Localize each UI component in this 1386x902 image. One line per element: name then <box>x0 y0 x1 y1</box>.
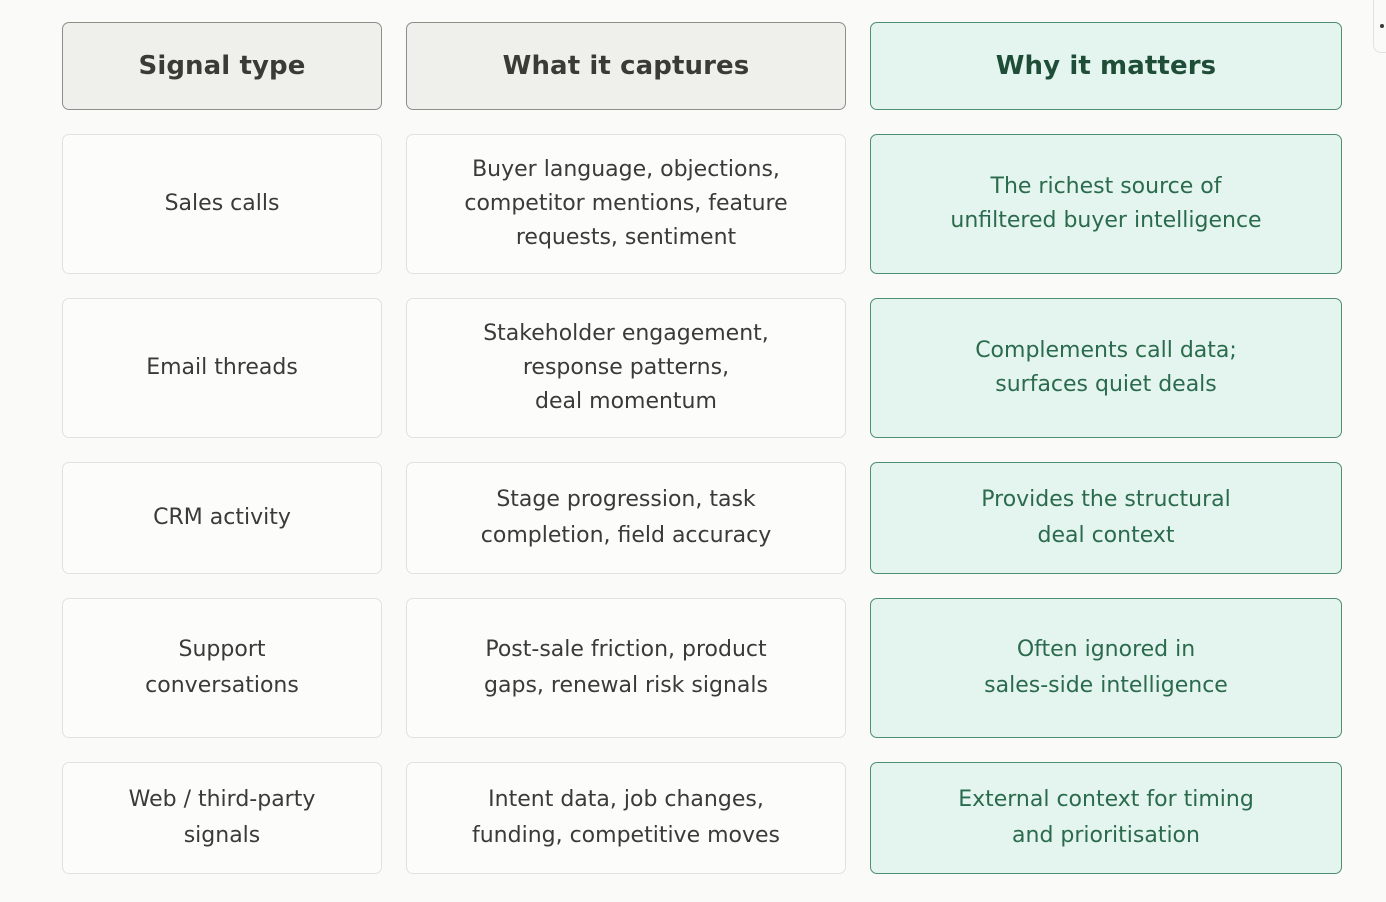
signal-label: CRM activity <box>153 505 291 530</box>
captures-text: Post-sale friction, product gaps, renewa… <box>484 637 768 698</box>
side-panel-handle[interactable] <box>1373 0 1386 53</box>
row-support-conversations-captures: Post-sale friction, product gaps, renewa… <box>406 598 846 738</box>
header-why-it-matters-label: Why it matters <box>995 51 1217 81</box>
matters-text: The richest source of unfiltered buyer i… <box>950 174 1262 233</box>
row-email-threads-signal: Email threads <box>62 298 382 438</box>
row-web-third-party-signal: Web / third-party signals <box>62 762 382 874</box>
row-sales-calls-matters: The richest source of unfiltered buyer i… <box>870 134 1342 274</box>
row-crm-activity-matters: Provides the structural deal context <box>870 462 1342 574</box>
row-support-conversations-matters: Often ignored in sales-side intelligence <box>870 598 1342 738</box>
captures-text: Intent data, job changes, funding, compe… <box>471 787 781 848</box>
handle-dot-icon <box>1380 24 1384 28</box>
row-crm-activity-captures: Stage progression, task completion, fiel… <box>406 462 846 574</box>
row-web-third-party-matters: External context for timing and prioriti… <box>870 762 1342 874</box>
header-signal-type: Signal type <box>62 22 382 110</box>
matters-text: Often ignored in sales-side intelligence <box>984 637 1228 698</box>
header-why-it-matters: Why it matters <box>870 22 1342 110</box>
matters-text: Complements call data; surfaces quiet de… <box>975 338 1237 397</box>
captures-text: Stage progression, task completion, fiel… <box>480 487 772 548</box>
row-email-threads-captures: Stakeholder engagement, response pattern… <box>406 298 846 438</box>
header-signal-type-label: Signal type <box>138 51 306 81</box>
row-sales-calls-captures: Buyer language, objections, competitor m… <box>406 134 846 274</box>
row-email-threads-matters: Complements call data; surfaces quiet de… <box>870 298 1342 438</box>
signal-label: Support conversations <box>145 637 299 698</box>
matters-text: External context for timing and prioriti… <box>958 787 1254 848</box>
row-web-third-party-captures: Intent data, job changes, funding, compe… <box>406 762 846 874</box>
row-sales-calls-signal: Sales calls <box>62 134 382 274</box>
captures-text: Stakeholder engagement, response pattern… <box>483 321 769 414</box>
signal-label: Email threads <box>146 355 298 380</box>
matters-text: Provides the structural deal context <box>981 487 1231 548</box>
signal-label: Sales calls <box>164 191 280 216</box>
signal-label: Web / third-party signals <box>128 787 316 848</box>
captures-text: Buyer language, objections, competitor m… <box>464 157 788 250</box>
header-what-it-captures: What it captures <box>406 22 846 110</box>
header-what-it-captures-label: What it captures <box>502 51 750 81</box>
row-support-conversations-signal: Support conversations <box>62 598 382 738</box>
row-crm-activity-signal: CRM activity <box>62 462 382 574</box>
